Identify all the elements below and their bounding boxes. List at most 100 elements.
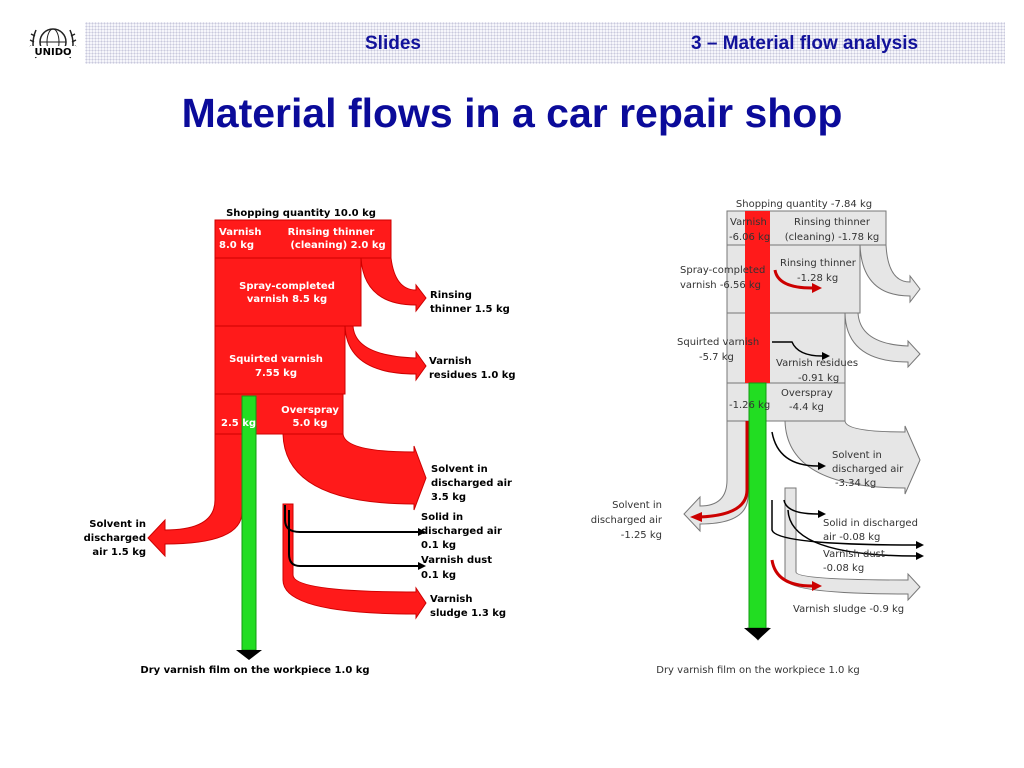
rlabel-sludge: Varnish sludge -0.9 kg xyxy=(793,604,904,615)
rlabel-overspray-1: Overspray xyxy=(781,388,833,399)
label-out-left-3: air 1.5 kg xyxy=(92,547,146,558)
rlabel-out-left-1: Solvent in xyxy=(612,500,662,511)
right-green-film xyxy=(748,382,767,629)
label-out-solvent-3: 3.5 kg xyxy=(431,492,466,503)
black-arrowhead-solvent xyxy=(818,462,826,470)
rlabel-residues-1: Varnish residues xyxy=(776,358,858,369)
rlabel-solid-1: Solid in discharged xyxy=(823,518,918,529)
right-overspray-box xyxy=(726,382,846,422)
grey-flow-rinsing xyxy=(859,244,921,304)
rlabel-solvent-2: discharged air xyxy=(832,464,904,475)
grey-flow-residues xyxy=(844,312,921,369)
right-red-core xyxy=(745,211,770,383)
rlabel-out-left-3: -1.25 kg xyxy=(621,530,662,541)
flow-varnish-sludge xyxy=(282,503,427,620)
slide-title: Material flows in a car repair shop xyxy=(181,90,843,136)
header-bar xyxy=(85,22,1005,64)
rlabel-spray-2: varnish -6.56 kg xyxy=(680,280,761,291)
label-out-rinsing-2: thinner 1.5 kg xyxy=(430,304,510,315)
label-spray-1: Spray-completed xyxy=(239,281,335,292)
red-arrowhead-rinsing xyxy=(812,283,822,293)
rlabel-rinsing-1: Rinsing thinner xyxy=(780,258,857,269)
rlabel-bottom-film: Dry varnish film on the workpiece 1.0 kg xyxy=(656,665,859,676)
label-out-solid-3: 0.1 kg xyxy=(421,540,456,551)
label-left-kg: 2.5 kg xyxy=(221,418,256,429)
red-arrow-sludge xyxy=(770,559,813,588)
label-out-left-2: discharged xyxy=(84,533,146,544)
label-out-dust-2: 0.1 kg xyxy=(421,570,456,581)
left-overspray-box xyxy=(214,393,344,435)
rlabel-rinsing-2: -1.28 kg xyxy=(797,273,838,284)
rlabel-spray-1: Spray-completed xyxy=(680,265,765,276)
rlabel-thinner-2: (cleaning) -1.78 kg xyxy=(785,232,880,243)
label-out-residues-1: Varnish xyxy=(429,356,472,367)
dust-arrowhead xyxy=(418,562,426,570)
label-varnish-1: Varnish xyxy=(219,227,262,238)
red-arrow-rinsing xyxy=(773,269,813,290)
rlabel-overspray-2: -4.4 kg xyxy=(789,402,824,413)
label-thinner-1: Rinsing thinner xyxy=(288,227,375,238)
label-out-dust-1: Varnish dust xyxy=(421,555,492,566)
grey-flow-solvent xyxy=(784,420,921,495)
label-overspray-2: 5.0 kg xyxy=(292,418,327,429)
label-out-sludge-1: Varnish xyxy=(430,594,473,605)
black-arrow-solvent xyxy=(771,431,819,467)
unido-logo: UNIDO xyxy=(26,18,80,68)
left-spray-box xyxy=(214,257,362,327)
label-spray-2: varnish 8.5 kg xyxy=(247,294,327,305)
rlabel-residues-2: -0.91 kg xyxy=(798,373,839,384)
label-out-solvent-1: Solvent in xyxy=(431,464,488,475)
flow-varnish-residues xyxy=(344,325,427,382)
black-arrowhead-solid-2 xyxy=(916,541,924,549)
rlabel-squirted-2: -5.7 kg xyxy=(699,352,734,363)
film-arrowhead xyxy=(236,650,262,660)
rlabel-varnish-2: -6.06 kg xyxy=(729,232,770,243)
label-out-solvent-2: discharged air xyxy=(431,478,512,489)
label-varnish-2: 8.0 kg xyxy=(219,240,254,251)
red-arrowhead-sludge xyxy=(812,581,822,591)
header-right-label: 3 – Material flow analysis xyxy=(691,33,919,54)
right-film-arrowhead xyxy=(744,628,771,640)
black-arrowhead-solid-1 xyxy=(818,510,826,518)
rlabel-solid-2: air -0.08 kg xyxy=(823,532,880,543)
black-arrow-solid-1 xyxy=(783,499,819,515)
rlabel-solvent-3: -3.34 kg xyxy=(835,478,876,489)
red-arrow-left xyxy=(699,421,749,519)
black-arrowhead-residues xyxy=(822,352,830,360)
black-arrow-residues xyxy=(772,341,823,357)
label-out-left-1: Solvent in xyxy=(89,519,146,530)
grey-flow-left xyxy=(683,420,749,533)
flow-rinsing-thinner xyxy=(360,257,427,313)
label-out-sludge-2: sludge 1.3 kg xyxy=(430,608,506,619)
header-left-label: Slides xyxy=(365,33,421,54)
label-squirted-2: 7.55 kg xyxy=(255,368,297,379)
label-bottom-film: Dry varnish film on the workpiece 1.0 kg xyxy=(140,665,369,676)
label-out-solid-1: Solid in xyxy=(421,512,463,523)
flow-solvent-discharged xyxy=(282,433,427,511)
solid-arrowhead xyxy=(418,528,426,536)
label-squirted-1: Squirted varnish xyxy=(229,354,323,365)
label-out-residues-2: residues 1.0 kg xyxy=(429,370,516,381)
label-overspray-1: Overspray xyxy=(281,405,339,416)
rlabel-dust-2: -0.08 kg xyxy=(823,563,864,574)
black-arrow-solid-2 xyxy=(771,500,917,546)
red-arrowhead-left xyxy=(690,512,702,522)
rlabel-squirted-1: Squirted varnish xyxy=(677,337,759,348)
label-thinner-2: (cleaning) 2.0 kg xyxy=(290,240,385,251)
flow-dust-line xyxy=(288,510,418,567)
rlabel-left-kg: -1.26 kg xyxy=(729,400,770,411)
rlabel-thinner-1: Rinsing thinner xyxy=(794,217,871,228)
label-shopping-qty: Shopping quantity 10.0 kg xyxy=(226,208,376,219)
left-squirted-box xyxy=(214,325,346,395)
rlabel-out-left-2: discharged air xyxy=(591,515,663,526)
black-arrowhead-dust xyxy=(916,552,924,560)
logo-text: UNIDO xyxy=(34,47,71,58)
grey-flow-sludge xyxy=(784,487,921,602)
label-out-rinsing-1: Rinsing xyxy=(430,290,472,301)
flow-left-solvent xyxy=(147,433,243,558)
rlabel-dust-1: Varnish dust xyxy=(823,549,885,560)
rlabel-shopping-qty: Shopping quantity -7.84 kg xyxy=(736,199,872,210)
black-arrow-dust xyxy=(787,509,917,557)
